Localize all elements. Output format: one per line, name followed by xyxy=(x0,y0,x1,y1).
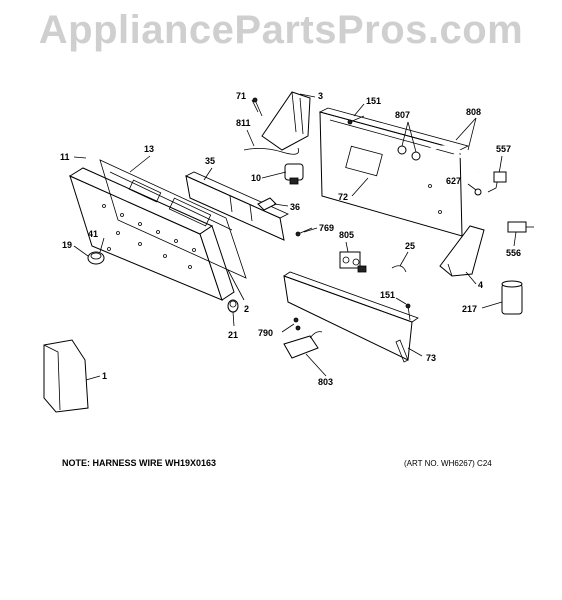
art-number: (ART NO. WH6267) C24 xyxy=(404,459,492,468)
switch-556 xyxy=(507,221,534,233)
callout-25: 25 xyxy=(405,241,415,251)
control-panel-frame xyxy=(99,159,247,279)
bracket-3 xyxy=(261,91,311,151)
callout-10: 10 xyxy=(251,173,261,183)
callout-41: 41 xyxy=(88,229,98,239)
control-board xyxy=(185,171,289,241)
capacitor-217 xyxy=(501,280,523,315)
washers-807 xyxy=(397,145,421,161)
callout-151-top: 151 xyxy=(366,96,381,106)
callout-627: 627 xyxy=(446,176,461,186)
control-knob xyxy=(87,247,111,265)
hose-811 xyxy=(243,147,300,155)
callout-790: 790 xyxy=(258,328,273,338)
callout-21: 21 xyxy=(228,330,238,340)
leader-lines xyxy=(73,93,517,381)
screw-151-top xyxy=(347,115,365,125)
callout-803: 803 xyxy=(318,377,333,387)
clip-25 xyxy=(391,265,407,273)
control-panel-fascia xyxy=(68,167,235,301)
screw-71 xyxy=(252,97,263,117)
watermark: AppliancePartsPros.com xyxy=(38,8,524,52)
callout-11: 11 xyxy=(60,152,70,162)
callout-72: 72 xyxy=(338,192,348,202)
side-bracket-4 xyxy=(439,225,485,277)
screw-151-bottom xyxy=(405,303,411,321)
callout-19: 19 xyxy=(62,240,72,250)
sensor-557 xyxy=(487,167,507,193)
callout-217: 217 xyxy=(462,304,477,314)
harness-note: NOTE: HARNESS WIRE WH19X0163 xyxy=(62,458,217,468)
fastener-790 xyxy=(293,317,301,331)
callout-556: 556 xyxy=(506,248,521,258)
callout-73: 73 xyxy=(426,353,436,363)
callout-805: 805 xyxy=(339,230,354,240)
callout-811: 811 xyxy=(236,118,251,128)
callout-13: 13 xyxy=(144,144,154,154)
connector-36 xyxy=(257,197,277,211)
water-valve-805 xyxy=(339,251,367,273)
bottom-tray-73 xyxy=(283,271,419,363)
owner-manual xyxy=(43,339,89,413)
callout-71: 71 xyxy=(236,91,246,101)
callout-808: 808 xyxy=(466,107,481,117)
callout-35: 35 xyxy=(205,156,215,166)
callout-807: 807 xyxy=(395,110,410,120)
callout-36: 36 xyxy=(290,202,300,212)
callout-3: 3 xyxy=(318,91,323,101)
washer-627 xyxy=(474,188,482,196)
callout-769: 769 xyxy=(319,223,334,233)
callout-2: 2 xyxy=(244,304,249,314)
callout-151-bottom: 151 xyxy=(380,290,395,300)
harness-plug-803 xyxy=(283,331,323,359)
screw-769 xyxy=(295,227,313,237)
rear-panel-72 xyxy=(318,107,470,237)
callout-557: 557 xyxy=(496,144,511,154)
pressure-switch xyxy=(284,163,304,185)
callout-labels: 71 3 151 807 808 811 11 13 35 10 72 557 … xyxy=(60,91,521,387)
small-knob xyxy=(227,299,239,313)
inlet-hoses-808 xyxy=(427,145,488,183)
callout-4: 4 xyxy=(478,280,483,290)
callout-1: 1 xyxy=(102,371,107,381)
